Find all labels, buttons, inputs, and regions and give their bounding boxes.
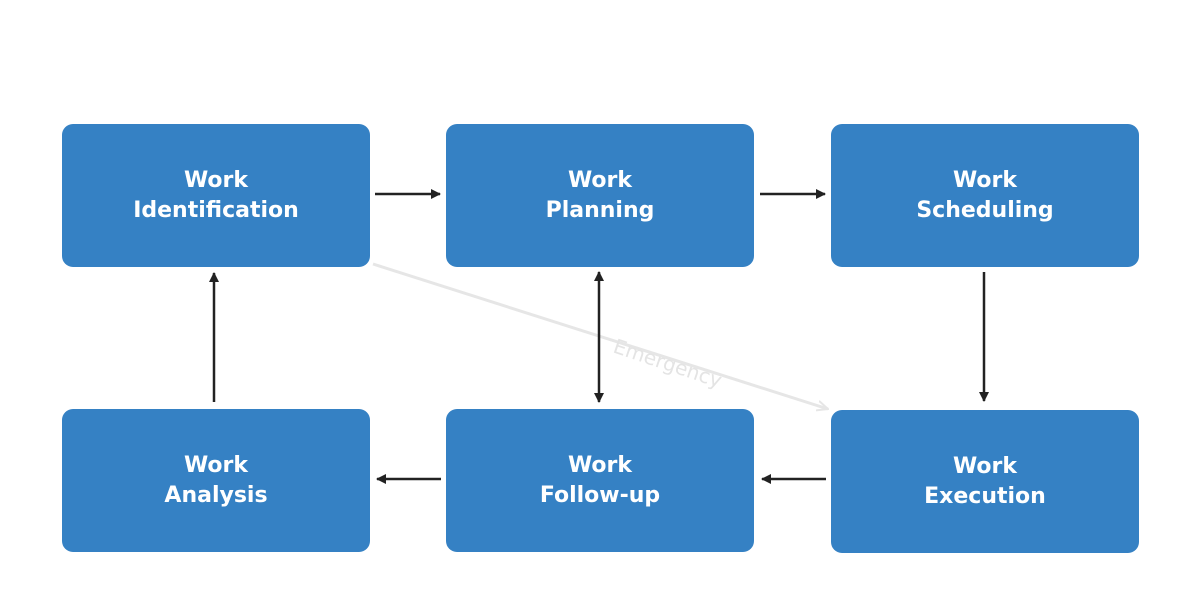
node-label-line: Execution (924, 483, 1046, 509)
node-label-line: Planning (545, 197, 655, 223)
node-label-line: Work (952, 167, 1018, 193)
node-label-line: Work (567, 452, 633, 478)
node-label-line: Work (952, 453, 1018, 479)
node-label-line: Identification (133, 197, 299, 223)
node-label-line: Analysis (164, 482, 268, 508)
node-work-execution[interactable]: Work Execution (831, 410, 1139, 553)
node-label-line: Follow-up (539, 482, 661, 508)
emergency-arrow (372, 262, 828, 409)
node-label-line: Work (183, 167, 249, 193)
node-label-line: Work (567, 167, 633, 193)
node-label-line: Work (183, 452, 249, 478)
node-work-planning[interactable]: Work Planning (446, 124, 754, 267)
node-work-analysis[interactable]: Work Analysis (62, 409, 370, 552)
node-work-identification[interactable]: Work Identification (62, 124, 370, 267)
node-work-follow-up[interactable]: Work Follow-up (446, 409, 754, 552)
node-work-scheduling[interactable]: Work Scheduling (831, 124, 1139, 267)
node-label-line: Scheduling (916, 197, 1054, 223)
